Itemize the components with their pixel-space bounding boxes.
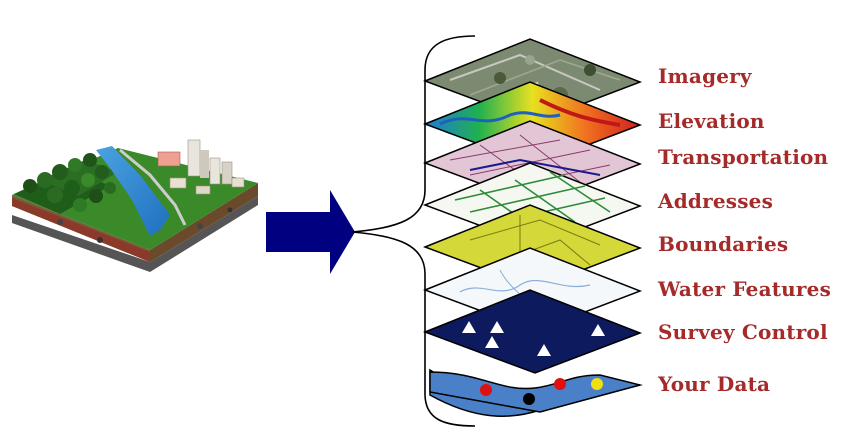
label-survey-control: Survey Control xyxy=(658,320,828,344)
terrain-block-illustration xyxy=(12,139,258,272)
river xyxy=(96,146,170,236)
label-addresses: Addresses xyxy=(658,189,774,213)
forest xyxy=(14,153,118,214)
layer-survey-control-map xyxy=(422,289,643,374)
city-buildings xyxy=(157,139,245,195)
layer-your-data-map xyxy=(429,368,643,417)
transform-arrow xyxy=(266,190,355,274)
layers-brace xyxy=(351,35,476,427)
label-boundaries: Boundaries xyxy=(658,232,789,256)
label-imagery: Imagery xyxy=(658,64,752,88)
label-your-data: Your Data xyxy=(658,372,771,396)
label-water-features: Water Features xyxy=(658,277,832,301)
label-transportation: Transportation xyxy=(658,145,829,169)
label-elevation: Elevation xyxy=(658,109,765,133)
